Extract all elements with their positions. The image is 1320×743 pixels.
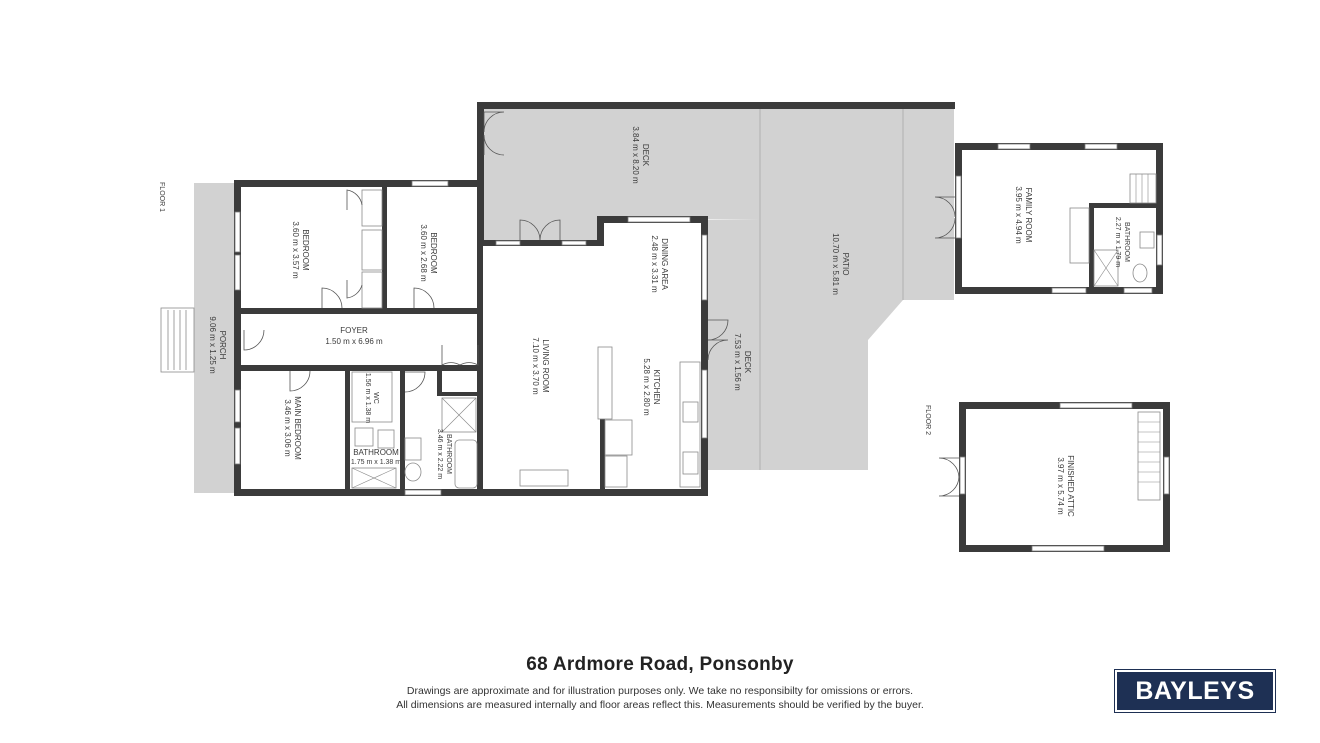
room-name: BATHROOM [353,448,399,457]
room-dims: 1.56 m x 1.38 m [364,373,371,423]
windows [234,180,708,496]
room-name: FAMILY ROOM [1024,188,1033,243]
room-name: DINING AREA [660,238,669,290]
room-name: DECK [641,144,650,167]
room-name: BATHROOM [1123,222,1130,262]
room-dims: 3.97 m x 5.74 m [1056,457,1065,515]
room-dims: 10.70 m x 5.81 m [831,233,840,295]
floor-labels: FLOOR 1 FLOOR 2 [158,182,931,435]
doors [243,111,729,393]
attic-walls [938,402,1170,552]
room-dims: 3.84 m x 8.20 m [631,126,640,184]
room-name: KITCHEN [652,369,661,404]
room-name: WC [372,392,379,404]
room-dims: 1.75 m x 1.38 m [351,459,401,466]
porch-area [194,183,236,493]
room-name: PORCH [218,331,227,360]
deck-top-area [480,106,760,242]
kitchen-fixtures [519,346,701,488]
room-name: MAIN BEDROOM [293,396,302,460]
room-dims: 1.50 m x 6.96 m [325,337,383,346]
room-dims: 3.60 m x 3.57 m [291,221,300,279]
room-dims: 9.06 m x 1.25 m [208,316,217,374]
room-dims: 3.46 m x 3.06 m [283,399,292,457]
floor2-label: FLOOR 2 [924,405,931,435]
deck-side-area [705,220,760,470]
floor1-label: FLOOR 1 [158,182,165,212]
room-dims: 3.46 m x 2.22 m [436,429,443,479]
room-name: BEDROOM [301,229,310,271]
room-labels: DECK 3.84 m x 8.20 m PATIO 10.70 m x 5.8… [208,126,1130,517]
room-name: BATHROOM [445,434,452,474]
disclaimer-line-2: All dimensions are measured internally a… [396,699,924,711]
room-name: DECK [743,351,752,374]
room-name: FINISHED ATTIC [1066,455,1075,517]
room-dims: 3.60 m x 2.68 m [419,224,428,282]
room-name: LIVING ROOM [541,339,550,393]
room-name: BEDROOM [429,232,438,274]
room-dims: 3.95 m x 4.94 m [1014,186,1023,244]
bathroom-fixtures [351,397,478,489]
room-dims: 7.10 m x 3.70 m [531,337,540,395]
room-dims: 2.27 m x 1.79 m [1114,217,1121,267]
porch-steps [160,307,195,373]
floor1-walls [234,102,955,496]
patio-area [760,106,954,470]
closets [351,189,393,423]
room-name: FOYER [340,326,368,335]
room-dims: 2.48 m x 3.31 m [650,235,659,293]
disclaimer-line-1: Drawings are approximate and for illustr… [406,685,914,697]
property-address: 68 Ardmore Road, Ponsonby [526,654,794,675]
room-dims: 7.53 m x 1.56 m [733,333,742,391]
family-room-walls [934,143,1163,294]
bayleys-logo: BAYLEYS [1114,669,1276,713]
room-dims: 5.28 m x 2.80 m [642,358,651,416]
room-name: PATIO [841,253,850,276]
outdoor-areas [194,106,954,493]
